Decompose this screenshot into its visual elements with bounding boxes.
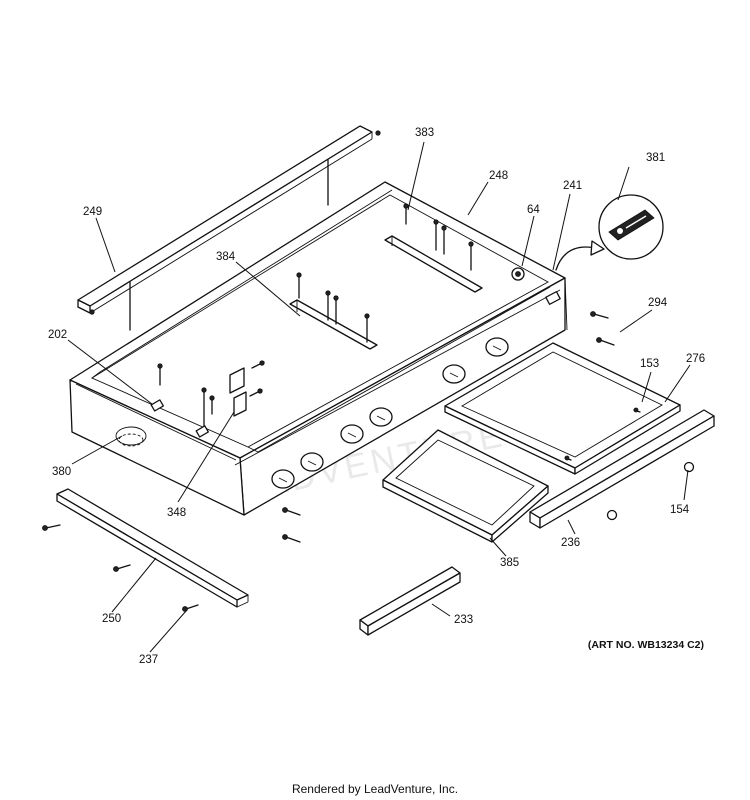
screws-front <box>282 507 301 543</box>
nameplate-381 <box>598 194 664 260</box>
clip-202 <box>150 399 164 412</box>
trim-236 <box>529 409 715 529</box>
label-64: 64 <box>527 204 540 216</box>
screws-294 <box>590 311 615 346</box>
bracket-348 <box>229 360 265 417</box>
tray-385 <box>382 429 549 543</box>
side-rail-249 <box>77 125 381 331</box>
label-276: 276 <box>686 353 705 365</box>
screws-cavity <box>157 203 474 431</box>
label-250: 250 <box>102 613 121 625</box>
label-233: 233 <box>454 614 473 626</box>
part-number-labels: 383 381 248 241 64 249 384 294 202 153 2… <box>48 127 705 666</box>
bracket-383 <box>384 235 483 293</box>
leader-lines <box>67 141 691 653</box>
trim-233 <box>359 566 461 636</box>
badge-plate <box>545 291 561 305</box>
bracket-384 <box>289 299 378 350</box>
label-237: 237 <box>139 654 158 666</box>
nut <box>606 509 618 521</box>
drip-tray-276 <box>444 342 681 475</box>
label-380: 380 <box>52 466 71 478</box>
label-236: 236 <box>561 537 580 549</box>
control-knobs <box>271 337 509 489</box>
art-number: (ART NO. WB13234 C2) <box>587 639 704 651</box>
label-381: 381 <box>646 152 665 164</box>
knockout-hole <box>115 426 147 446</box>
label-154: 154 <box>670 504 690 516</box>
label-202: 202 <box>48 329 67 341</box>
label-384: 384 <box>216 251 236 263</box>
label-248: 248 <box>489 170 508 182</box>
label-383: 383 <box>415 127 434 139</box>
footer-credit: Rendered by LeadVenture, Inc. <box>291 782 459 796</box>
arrow-to-nameplate <box>555 246 597 271</box>
nut-154 <box>683 461 695 473</box>
label-241: 241 <box>563 180 582 192</box>
label-153: 153 <box>640 358 659 370</box>
label-385: 385 <box>500 557 519 569</box>
trim-250 <box>42 488 249 612</box>
label-294: 294 <box>648 297 668 309</box>
label-348: 348 <box>167 507 186 519</box>
label-249: 249 <box>83 206 102 218</box>
